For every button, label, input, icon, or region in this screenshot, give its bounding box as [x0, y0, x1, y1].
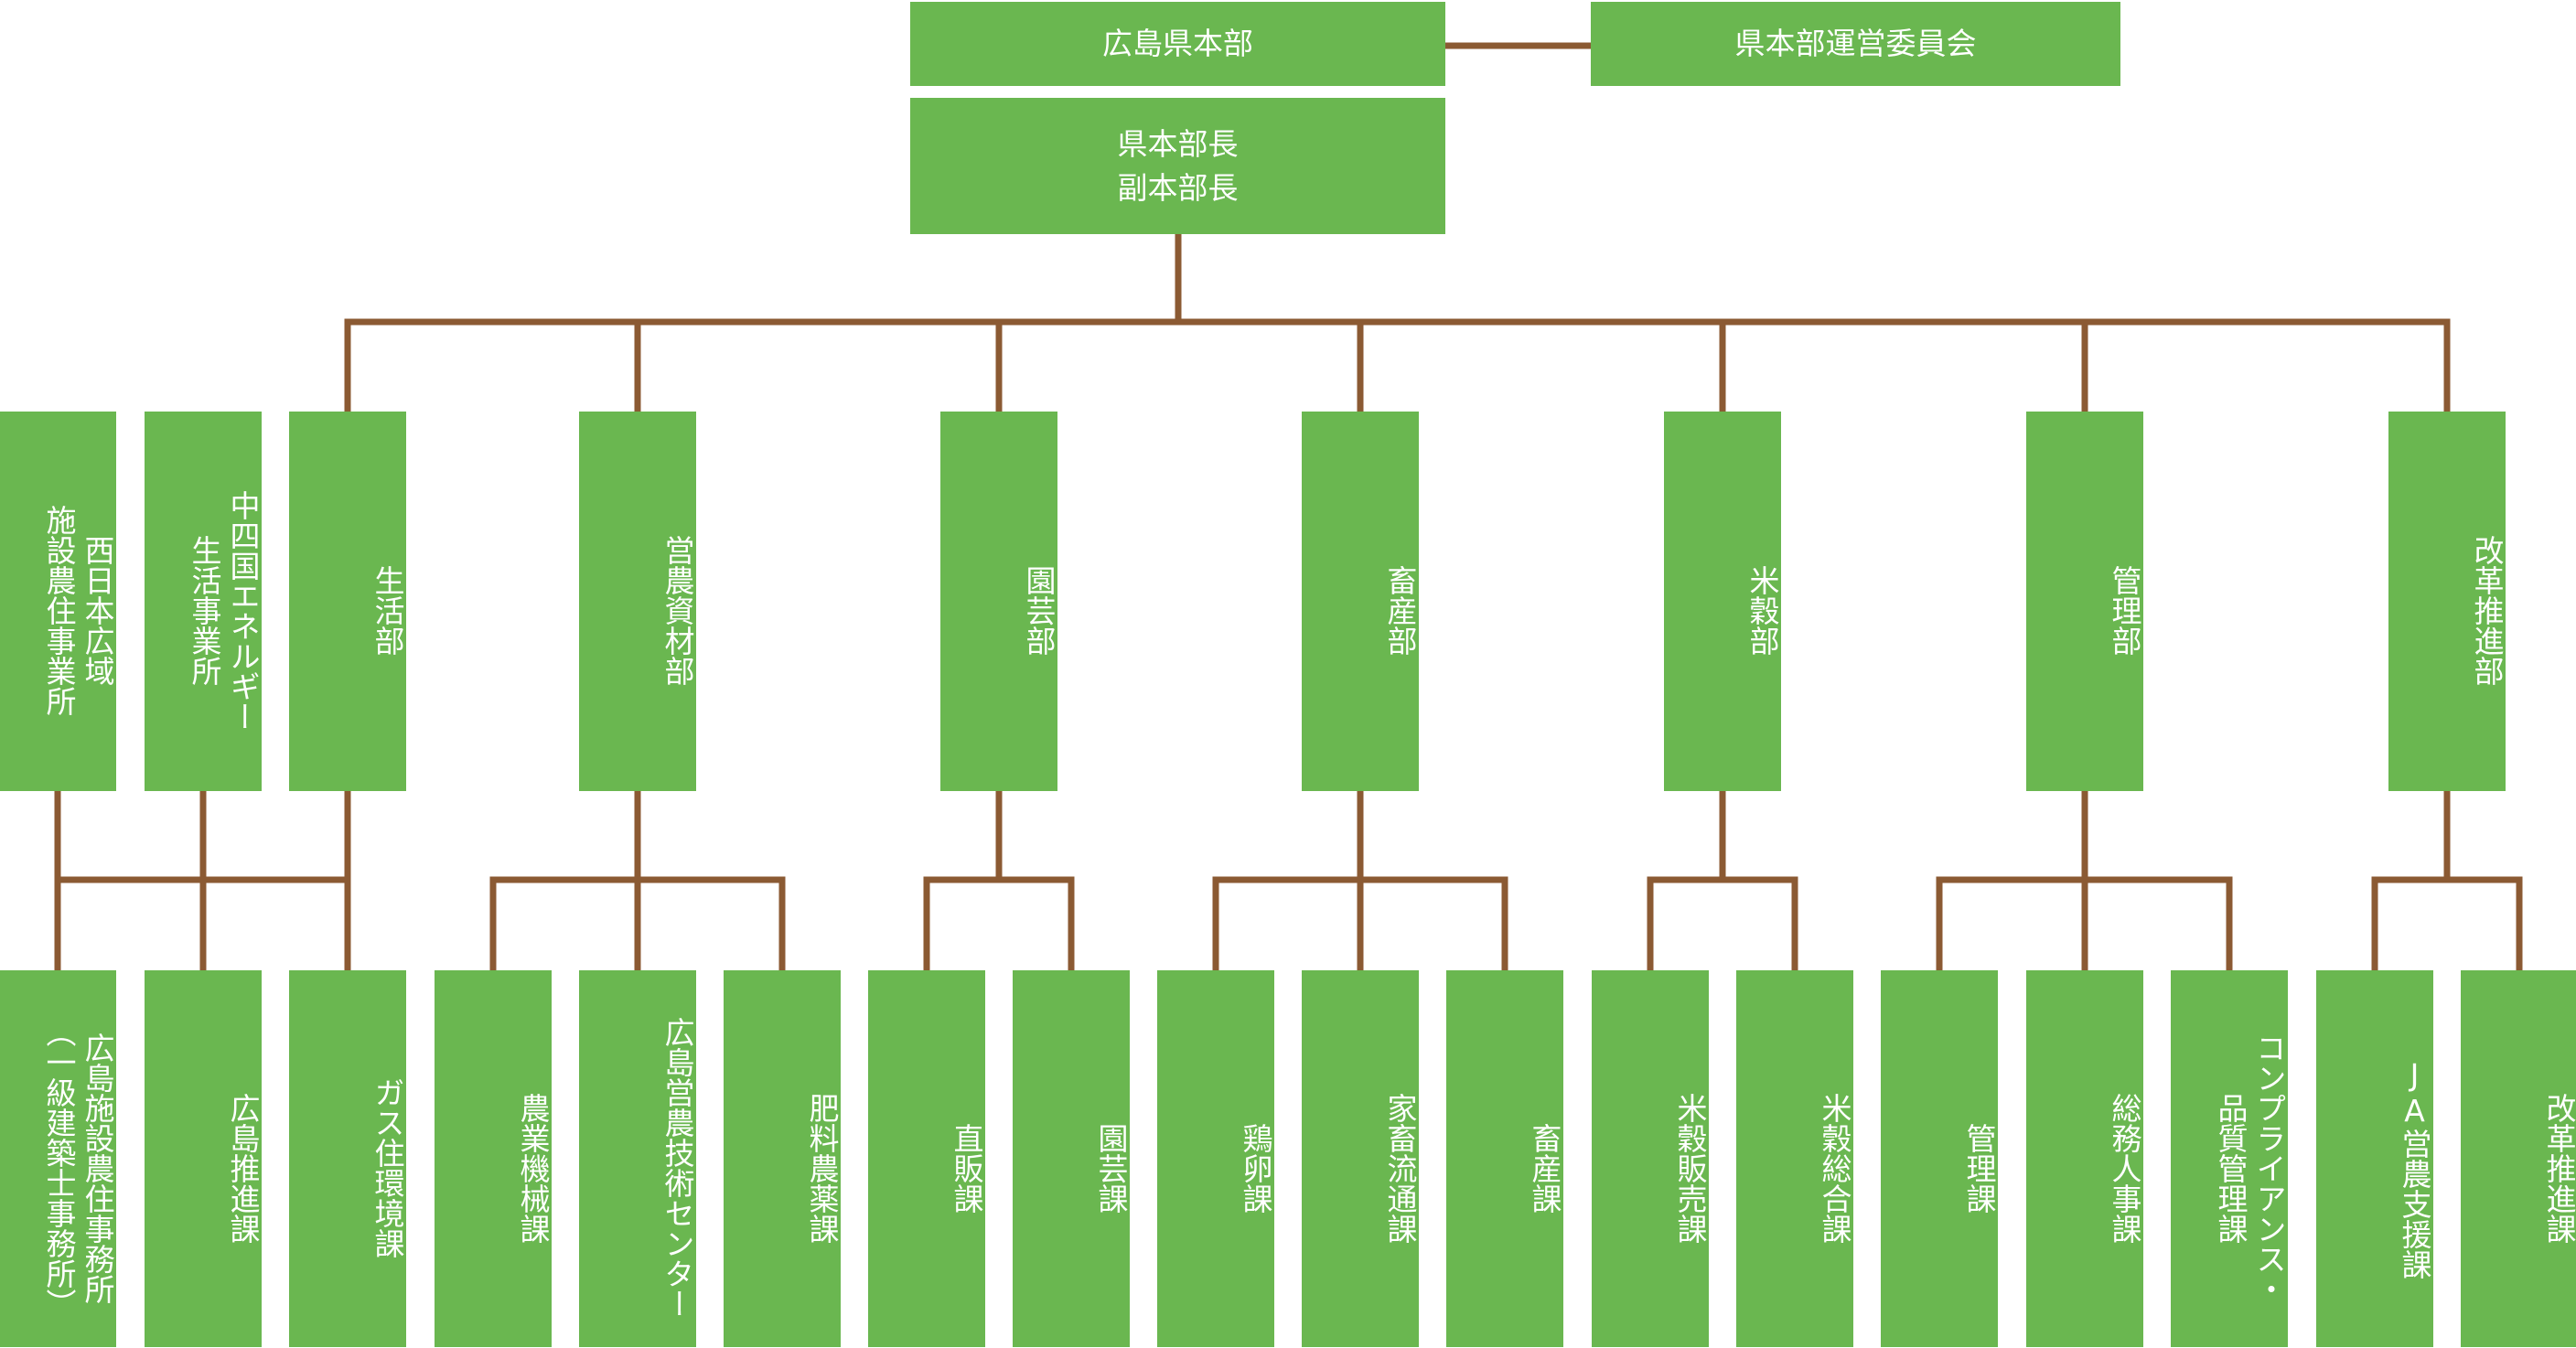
section-box-4-0: 直販課 — [868, 970, 985, 1347]
section-box-8-1-label: 改革推進課 — [2541, 1092, 2576, 1244]
section-box-3-2: 肥料農薬課 — [724, 970, 841, 1347]
dept-box-1-label: 生活事業所 — [187, 535, 222, 686]
dept-box-4: 園芸部 — [940, 412, 1057, 791]
section-box-7-1: 総務人事課 — [2026, 970, 2143, 1347]
shared-section-box-2-label: ガス住環境課 — [370, 1077, 405, 1258]
shared-section-box-1: 広島推進課 — [145, 970, 262, 1347]
dept-box-0: 西日本広域施設農住事業所 — [0, 412, 116, 791]
dept-box-2-label: 生活部 — [370, 565, 405, 656]
hq-box: 広島県本部 — [910, 2, 1445, 86]
shared-section-box-0-label: 広島施設農住事務所 — [80, 1032, 115, 1304]
section-box-3-0-label: 農業機械課 — [515, 1092, 551, 1244]
dept-box-5-label: 畜産部 — [1382, 565, 1418, 656]
dept-box-0-label: 施設農住事業所 — [41, 505, 77, 716]
section-box-4-1-label: 園芸課 — [1093, 1122, 1129, 1214]
section-box-7-2: コンプライアンス・品質管理課 — [2171, 970, 2288, 1347]
dept-box-5: 畜産部 — [1302, 412, 1419, 791]
dept-box-7-label: 管理部 — [2107, 565, 2142, 656]
section-box-6-1: 米穀総合課 — [1736, 970, 1853, 1347]
section-box-7-0: 管理課 — [1881, 970, 1998, 1347]
section-box-6-0-label: 米穀販売課 — [1672, 1092, 1708, 1244]
section-box-7-2-label: コンプライアンス・ — [2251, 1032, 2287, 1304]
section-box-5-1: 家畜流通課 — [1302, 970, 1419, 1347]
section-box-4-1: 園芸課 — [1013, 970, 1130, 1347]
section-box-8-0-label: JA営農支援課 — [2397, 1056, 2432, 1279]
section-box-6-0: 米穀販売課 — [1592, 970, 1709, 1347]
section-box-3-2-label: 肥料農薬課 — [804, 1092, 840, 1244]
section-box-5-1-label: 家畜流通課 — [1382, 1092, 1418, 1244]
section-box-5-0: 鶏卵課 — [1157, 970, 1274, 1347]
shared-section-box-1-label: 広島推進課 — [225, 1092, 261, 1244]
section-box-5-0-label: 鶏卵課 — [1238, 1122, 1273, 1214]
dept-box-1: 中四国エネルギー生活事業所 — [145, 412, 262, 791]
committee-box: 県本部運営委員会 — [1591, 2, 2120, 86]
section-box-5-2: 畜産課 — [1446, 970, 1563, 1347]
shared-section-box-2: ガス住環境課 — [289, 970, 406, 1347]
section-box-3-0: 農業機械課 — [435, 970, 552, 1347]
dept-box-6: 米穀部 — [1664, 412, 1781, 791]
head-label-line1: 県本部長 — [1117, 125, 1239, 162]
dept-box-6-label: 米穀部 — [1744, 565, 1780, 656]
dept-box-1-label: 中四国エネルギー — [225, 489, 261, 732]
section-box-3-1: 広島営農技術センター — [579, 970, 696, 1347]
dept-box-3-label: 営農資材部 — [660, 535, 695, 686]
section-box-8-1: 改革推進課 — [2461, 970, 2576, 1347]
section-box-7-0-label: 管理課 — [1961, 1122, 1997, 1214]
dept-box-8-label: 改革推進部 — [2469, 535, 2505, 686]
dept-box-3: 営農資材部 — [579, 412, 696, 791]
hq-label: 広島県本部 — [1102, 26, 1253, 61]
dept-box-2: 生活部 — [289, 412, 406, 791]
shared-section-box-0: 広島施設農住事務所（一級建築士事務所） — [0, 970, 116, 1347]
dept-box-0-label: 西日本広域 — [80, 535, 115, 686]
committee-label: 県本部運営委員会 — [1734, 26, 1977, 61]
shared-section-box-0-label: （一級建築士事務所） — [41, 1017, 77, 1319]
section-box-8-0: JA営農支援課 — [2316, 970, 2433, 1347]
head-box: 県本部長 副本部長 — [910, 98, 1445, 234]
section-box-5-2-label: 畜産課 — [1527, 1122, 1562, 1214]
head-label-line2: 副本部長 — [1117, 169, 1239, 206]
section-box-4-0-label: 直販課 — [949, 1122, 984, 1214]
section-box-7-1-label: 総務人事課 — [2107, 1092, 2142, 1244]
section-box-6-1-label: 米穀総合課 — [1817, 1092, 1852, 1244]
dept-box-8: 改革推進部 — [2388, 412, 2506, 791]
dept-box-7: 管理部 — [2026, 412, 2143, 791]
section-box-3-1-label: 広島営農技術センター — [660, 1017, 695, 1319]
section-box-7-2-label: 品質管理課 — [2213, 1092, 2249, 1244]
dept-box-4-label: 園芸部 — [1021, 565, 1057, 656]
